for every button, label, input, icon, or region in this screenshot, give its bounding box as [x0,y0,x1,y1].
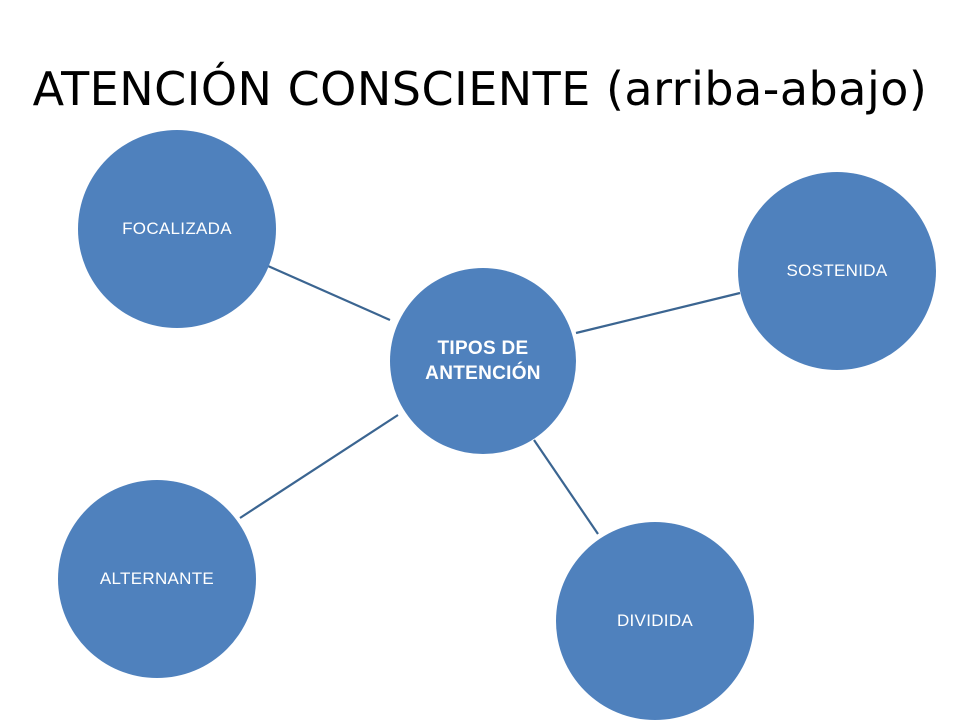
node-alternante: ALTERNANTE [58,480,256,678]
node-sostenida-label: SOSTENIDA [786,261,888,280]
connector-sostenida [575,291,741,335]
slide-title: ATENCIÓN CONSCIENTE (arriba-abajo) [32,62,928,116]
connector-focalizada [267,264,391,322]
node-alternante-label: ALTERNANTE [99,569,215,588]
node-dividida-label: DIVIDIDA [616,611,694,630]
node-dividida: DIVIDIDA [556,522,754,720]
node-focalizada-label: FOCALIZADA [122,219,232,238]
center-node-label: TIPOS DE ANTENCIÓN [425,338,541,384]
node-focalizada: FOCALIZADA [78,130,276,328]
connector-dividida [533,439,599,535]
connector-alternante [239,414,399,519]
center-node-tipos-de-atencion: TIPOS DE ANTENCIÓN [390,268,576,454]
node-sostenida: SOSTENIDA [738,172,936,370]
